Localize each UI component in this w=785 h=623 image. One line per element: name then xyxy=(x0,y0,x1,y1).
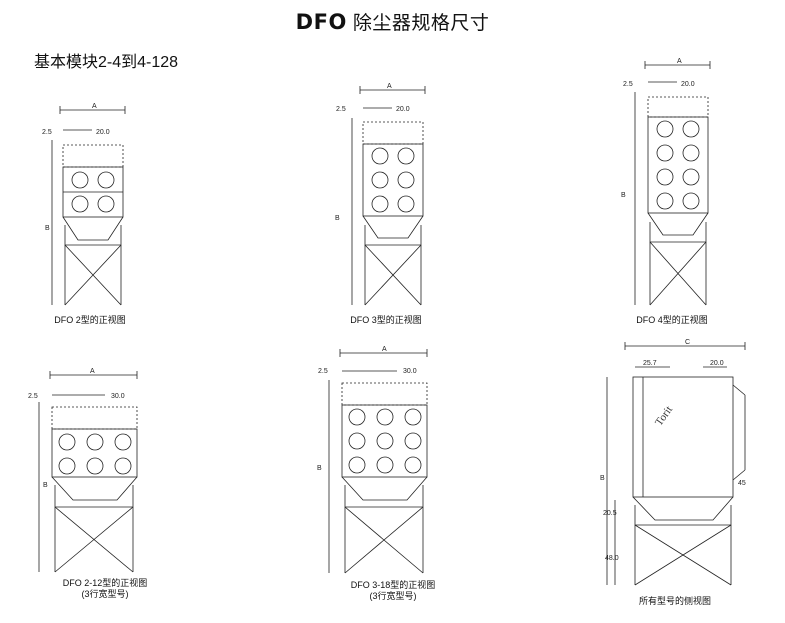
dfo3-front-view-drawing: A 2.5 20.0 B xyxy=(335,83,426,306)
title-text: 除尘器规格尺寸 xyxy=(352,13,490,34)
side-view-caption: 所有型号的侧视图 xyxy=(638,596,711,606)
dfo3-18-caption: DFO 3-18型的正视图 (3行宽型号) xyxy=(328,580,458,602)
dfo3-18-caption-line1: DFO 3-18型的正视图 xyxy=(350,580,436,590)
dim-2-5: 2.5 xyxy=(318,368,328,375)
side-view-drawing: C 25.7 20.0 B 20.5 48.0 Torit 45 xyxy=(600,339,746,586)
dfo3-caption: DFO 3型的正视图 xyxy=(350,315,422,325)
model-range-subtitle: 基本模块2-4到4-128 xyxy=(34,54,179,71)
dim-48: 48.0 xyxy=(605,555,619,562)
dim-b: B xyxy=(335,215,340,222)
dfo2-12-caption-line2: (3行宽型号) xyxy=(81,589,129,599)
dim-b: B xyxy=(43,482,48,489)
dim-2-5: 2.5 xyxy=(336,106,346,113)
dim-a: A xyxy=(382,346,387,353)
dim-20: 20.0 xyxy=(681,81,695,88)
dim-a: A xyxy=(92,103,97,110)
dim-20-5: 20.5 xyxy=(603,510,617,517)
torit-logo: Torit xyxy=(653,404,675,428)
dim-20: 20.0 xyxy=(96,129,110,136)
dfo2-front-view-drawing: A 2.5 20.0 B xyxy=(42,103,126,306)
dim-2-5: 2.5 xyxy=(42,129,52,136)
dim-b: B xyxy=(621,192,626,199)
dfo4-front-view-drawing: A 2.5 20.0 B xyxy=(621,58,711,306)
dim-45: 45 xyxy=(738,480,746,487)
dfo3-18-caption-line2: (3行宽型号) xyxy=(369,591,417,601)
dim-b: B xyxy=(317,465,322,472)
dim-a: A xyxy=(90,368,95,375)
dim-30: 30.0 xyxy=(403,368,417,375)
dim-30: 30.0 xyxy=(111,393,125,400)
dim-b: B xyxy=(45,225,50,232)
dfo2-12-front-view-drawing: A 2.5 30.0 B xyxy=(28,368,138,573)
dfo4-caption: DFO 4型的正视图 xyxy=(636,315,708,325)
dim-2-5: 2.5 xyxy=(28,393,38,400)
dim-a: A xyxy=(677,58,682,65)
dim-20: 20.0 xyxy=(710,360,724,367)
dfo2-12-caption: DFO 2-12型的正视图 (3行宽型号) xyxy=(40,578,170,600)
brand-name: DFO xyxy=(295,10,347,34)
dfo3-18-front-view-drawing: A 2.5 30.0 B xyxy=(317,346,428,574)
dfo2-caption: DFO 2型的正视图 xyxy=(54,315,126,325)
dim-25-7: 25.7 xyxy=(643,360,657,367)
dim-20: 20.0 xyxy=(396,106,410,113)
dim-c: C xyxy=(685,339,690,346)
dim-a: A xyxy=(387,83,392,90)
dim-b: B xyxy=(600,475,605,482)
dfo2-12-caption-line1: DFO 2-12型的正视图 xyxy=(62,578,148,588)
dim-2-5: 2.5 xyxy=(623,81,633,88)
